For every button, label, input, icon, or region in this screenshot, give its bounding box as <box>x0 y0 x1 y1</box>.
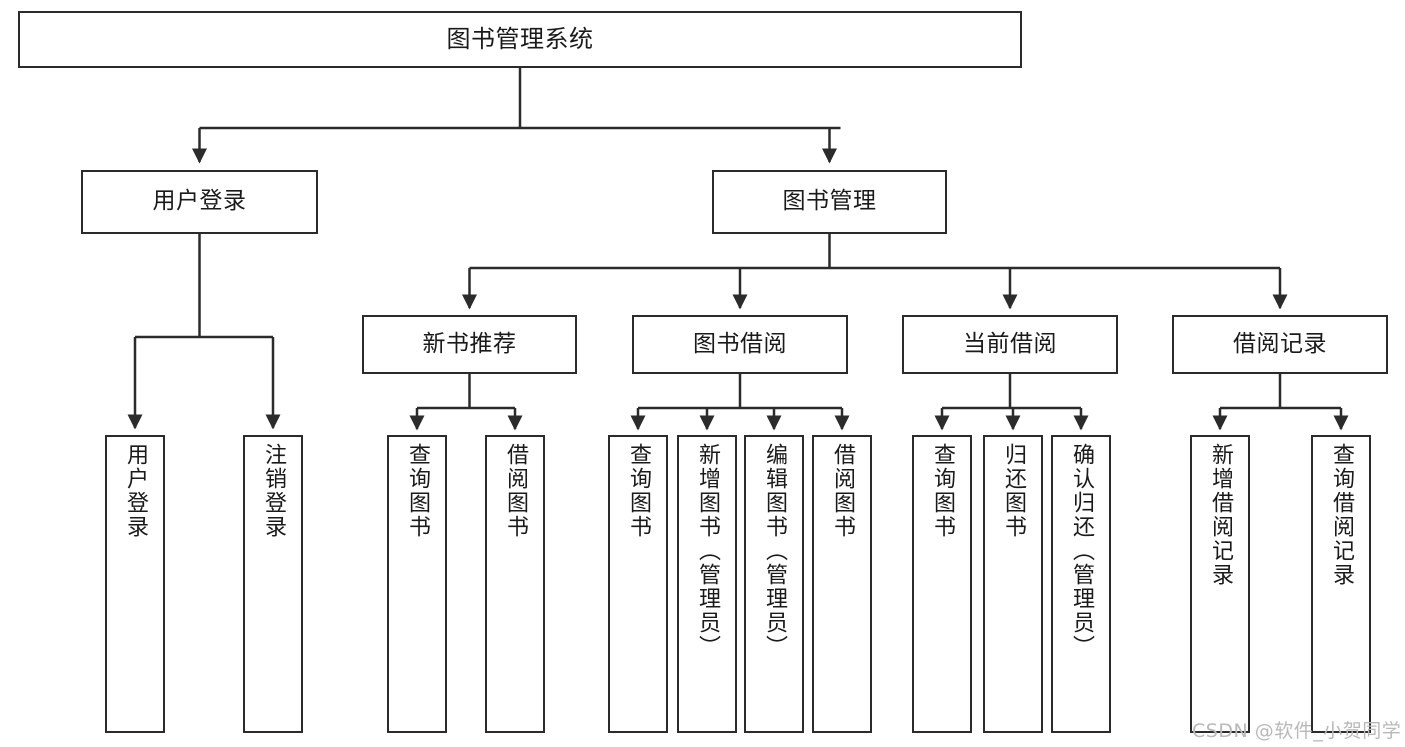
node-leaf-logout-label: 注销登录 <box>260 443 286 539</box>
node-leaf-borrow-book-1[interactable]: 借阅图书 <box>485 435 545 733</box>
node-book-borrow[interactable]: 图书借阅 <box>632 315 848 374</box>
node-leaf-user-login[interactable]: 用户登录 <box>105 435 165 733</box>
node-leaf-query-book-1-label: 查询图书 <box>404 443 430 539</box>
csdn-watermark: CSDN @软件_小贺同学 <box>1192 720 1402 742</box>
node-leaf-borrow-book-2[interactable]: 借阅图书 <box>812 435 872 733</box>
node-leaf-add-record-label: 新增借阅记录 <box>1207 443 1233 587</box>
node-leaf-borrow-book-2-label: 借阅图书 <box>829 443 855 539</box>
node-leaf-query-book-2[interactable]: 查询图书 <box>608 435 668 733</box>
node-leaf-query-book-3[interactable]: 查询图书 <box>912 435 972 733</box>
node-leaf-query-book-1[interactable]: 查询图书 <box>387 435 447 733</box>
node-leaf-borrow-book-1-label: 借阅图书 <box>502 443 528 539</box>
node-leaf-query-record-label: 查询借阅记录 <box>1328 443 1354 587</box>
node-borrow-record-label: 借阅记录 <box>1233 330 1327 357</box>
node-new-book-recommend-label: 新书推荐 <box>422 330 517 357</box>
node-leaf-return-book[interactable]: 归还图书 <box>983 435 1043 733</box>
node-borrow-record[interactable]: 借阅记录 <box>1172 315 1388 374</box>
node-leaf-query-book-2-label: 查询图书 <box>625 443 651 539</box>
node-leaf-add-record[interactable]: 新增借阅记录 <box>1190 435 1250 733</box>
node-leaf-confirm-return-label: 确认归还（管理员） <box>1068 443 1094 659</box>
node-leaf-query-record[interactable]: 查询借阅记录 <box>1311 435 1371 733</box>
node-leaf-logout[interactable]: 注销登录 <box>243 435 303 733</box>
node-new-book-recommend[interactable]: 新书推荐 <box>362 315 577 374</box>
node-book-manage-label: 图书管理 <box>782 188 877 215</box>
node-leaf-edit-book-label: 编辑图书（管理员） <box>761 443 787 659</box>
node-root-label: 图书管理系统 <box>446 25 594 54</box>
node-leaf-add-book-label: 新增图书（管理员） <box>694 443 720 659</box>
node-leaf-confirm-return[interactable]: 确认归还（管理员） <box>1051 435 1111 733</box>
node-leaf-edit-book[interactable]: 编辑图书（管理员） <box>744 435 804 733</box>
node-user-login[interactable]: 用户登录 <box>81 170 318 234</box>
node-leaf-query-book-3-label: 查询图书 <box>929 443 955 539</box>
node-leaf-user-login-label: 用户登录 <box>122 443 148 539</box>
node-current-borrow[interactable]: 当前借阅 <box>902 315 1118 374</box>
node-current-borrow-label: 当前借阅 <box>963 330 1057 357</box>
node-leaf-return-book-label: 归还图书 <box>1000 443 1026 539</box>
node-book-borrow-label: 图书借阅 <box>693 330 787 357</box>
node-root[interactable]: 图书管理系统 <box>18 11 1022 68</box>
node-book-manage[interactable]: 图书管理 <box>712 170 947 234</box>
node-leaf-add-book[interactable]: 新增图书（管理员） <box>677 435 737 733</box>
node-user-login-label: 用户登录 <box>152 188 247 215</box>
